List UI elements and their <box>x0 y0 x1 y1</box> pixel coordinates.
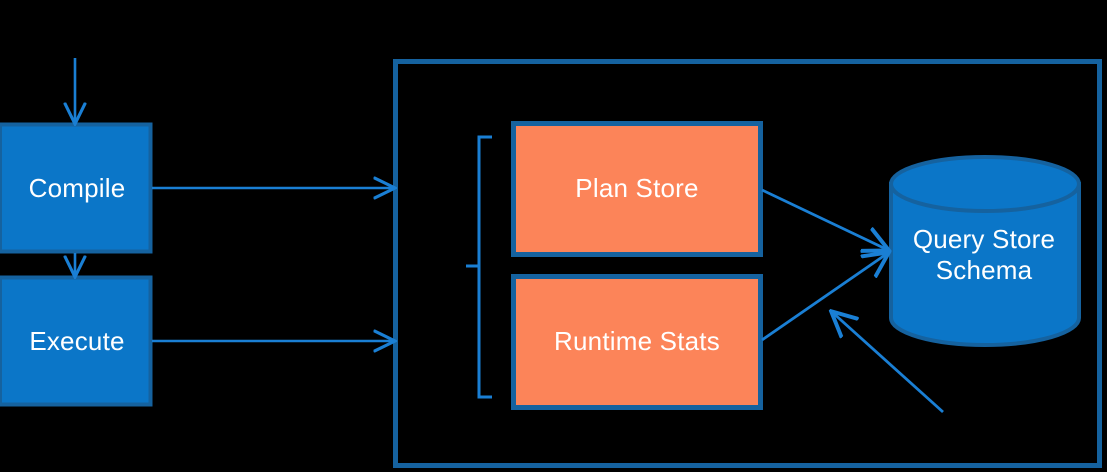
compile-box[interactable] <box>0 122 153 254</box>
plan-store-box[interactable] <box>511 121 763 257</box>
query-store-schema-cylinder[interactable] <box>889 155 1081 347</box>
execute-box[interactable] <box>0 275 153 407</box>
grouping-bracket <box>466 135 492 399</box>
container-outline <box>393 59 1102 468</box>
connector-plan-store-to-schema <box>761 188 888 250</box>
connector-external-to-schema <box>832 312 944 414</box>
connector-runtime-stats-to-schema <box>761 253 888 342</box>
runtime-stats-box[interactable] <box>511 274 763 410</box>
